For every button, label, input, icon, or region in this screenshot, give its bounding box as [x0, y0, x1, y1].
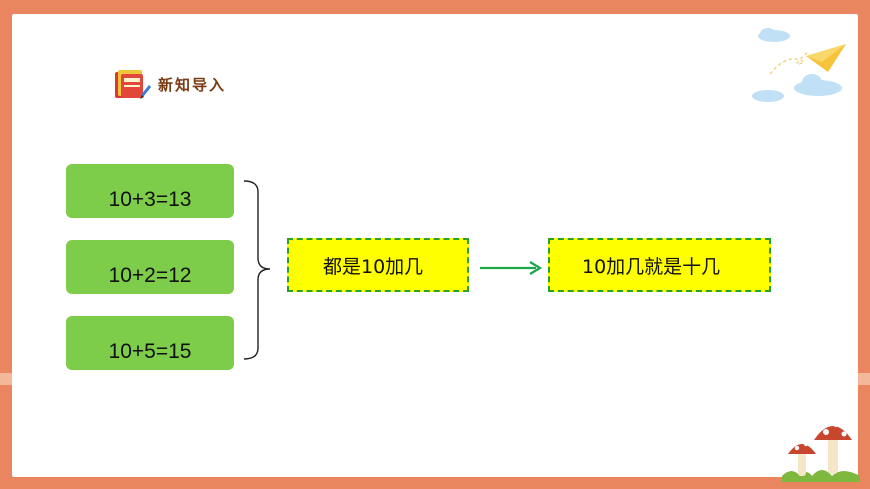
equation-box-1: 10+3=13 [66, 164, 234, 218]
equation-text: 10+2=12 [108, 264, 192, 287]
arrow-right-icon [480, 261, 543, 275]
equation-box-3: 10+5=15 [66, 316, 234, 370]
equation-box-2: 10+2=12 [66, 240, 234, 294]
mushroom-icon [782, 421, 860, 482]
grouping-bracket [243, 180, 271, 360]
summary-text-right: 10加几就是十几 [582, 255, 721, 278]
book-icon [115, 70, 152, 99]
equation-text: 10+5=15 [108, 340, 192, 363]
summary-box-left: 都是10加几 [287, 238, 469, 292]
equation-text: 10+3=13 [108, 188, 192, 211]
summary-text-left: 都是10加几 [323, 255, 424, 278]
section-title: 新知导入 [158, 76, 227, 94]
paper-plane-icon [752, 28, 846, 102]
summary-box-right: 10加几就是十几 [548, 238, 771, 292]
